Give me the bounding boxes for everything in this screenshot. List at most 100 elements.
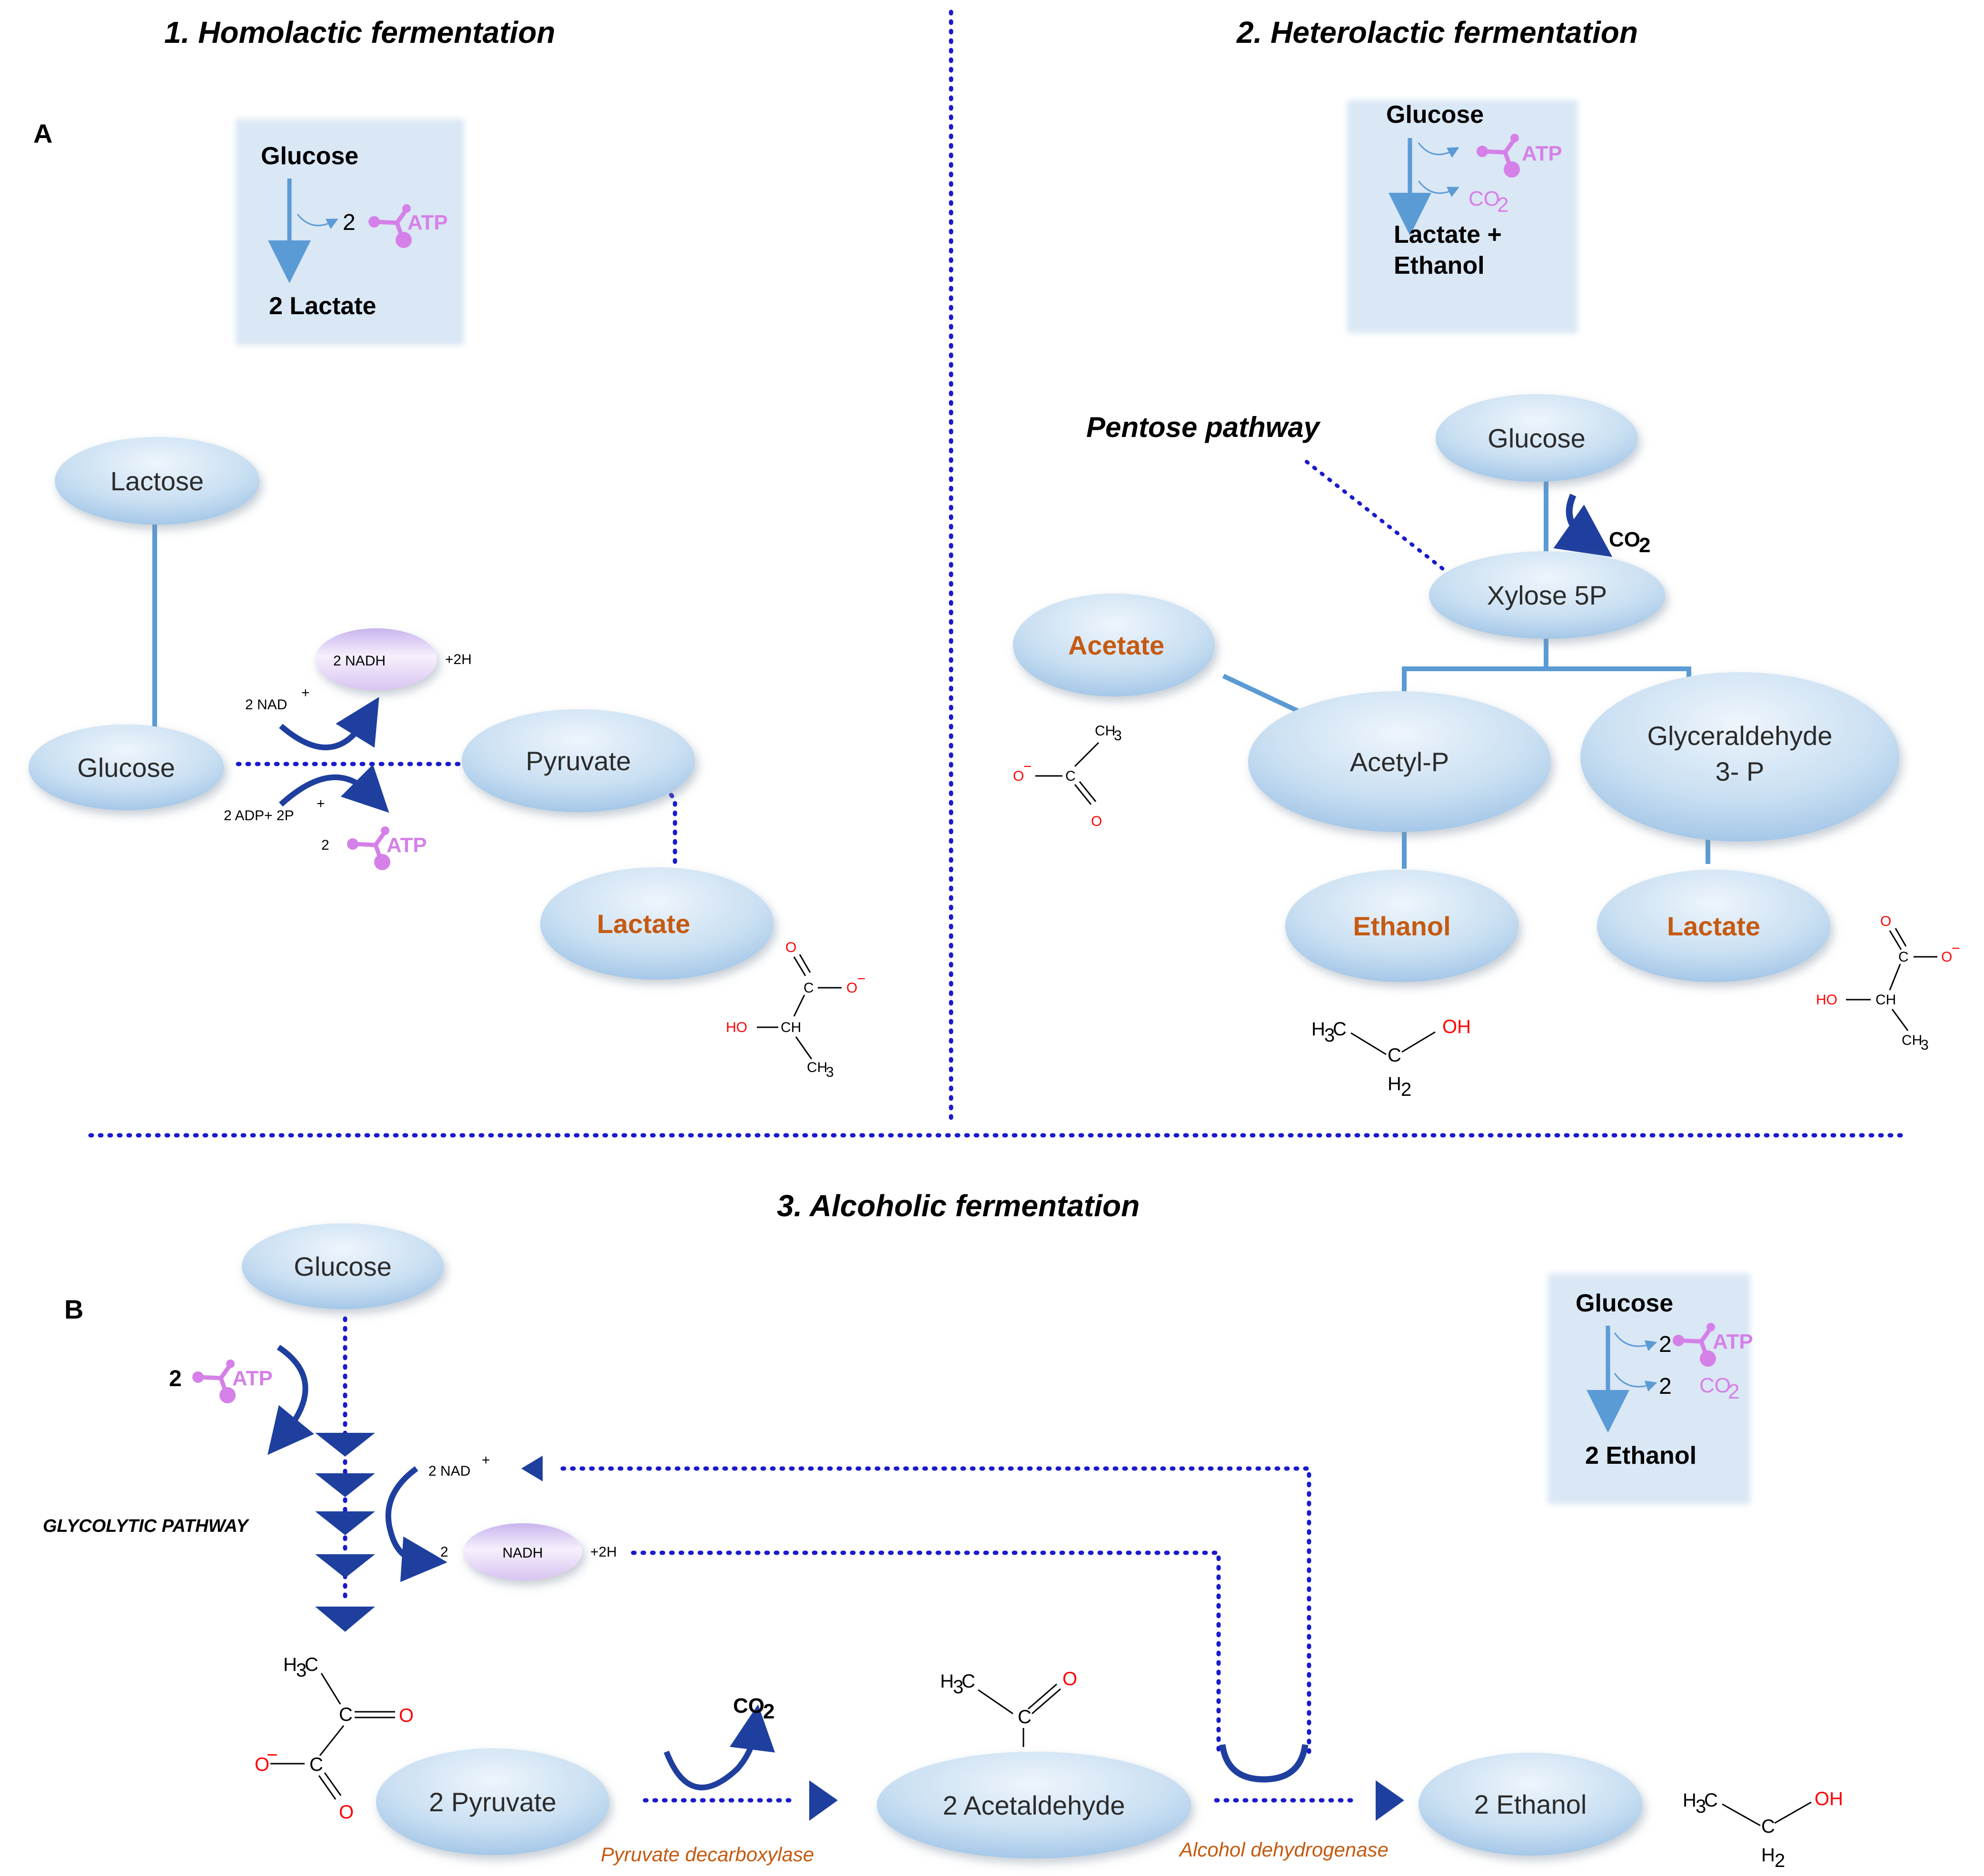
pyruvate-structure: H 3 C C O C O − O <box>255 1654 414 1823</box>
node-lactose-label: Lactose <box>110 466 204 496</box>
node-ethanol[interactable] <box>1285 870 1518 982</box>
svg-text:HO: HO <box>1816 992 1837 1008</box>
node-lactose[interactable] <box>55 437 259 525</box>
heterolactic-summary-co2-sub: 2 <box>1497 193 1508 217</box>
alcoholic-nadh-h2: +2H <box>590 1544 617 1560</box>
alcoholic-summary-atp: ATP <box>1713 1330 1753 1353</box>
node-glucose[interactable] <box>1436 394 1637 482</box>
nad-sup: + <box>301 685 310 701</box>
svg-text:H: H <box>1388 1073 1401 1094</box>
svg-text:3: 3 <box>1921 1037 1929 1053</box>
node-pyruvate-label: Pyruvate <box>526 746 631 776</box>
node-acetate[interactable] <box>1013 594 1215 696</box>
acetate-structure: CH 3 O − C O <box>1013 723 1122 829</box>
pentose-pathway-label: Pentose pathway <box>1086 411 1321 443</box>
node-glucose-label: Glucose <box>1488 423 1585 453</box>
svg-text:H: H <box>1311 1019 1325 1040</box>
heterolactic-pathway: Pentose pathway C O 2 Glucose Xylose 5P A… <box>1013 394 1960 1100</box>
alcoholic-summary-atp-count: 2 <box>1659 1332 1672 1357</box>
adh-cycle-cup <box>1219 1744 1309 1783</box>
svg-text:O: O <box>785 940 796 955</box>
node-lactate[interactable] <box>540 867 774 980</box>
node-ethanol[interactable] <box>1419 1753 1642 1856</box>
nad-return-arrowhead <box>521 1456 543 1481</box>
node-lactate[interactable] <box>1597 870 1830 982</box>
glycolytic-pathway-label: GLYCOLYTIC PATHWAY <box>43 1516 250 1536</box>
svg-text:HO: HO <box>726 1020 747 1035</box>
lactate-structure: O C O − HO CH CH 3 <box>1816 913 1960 1053</box>
svg-text:C: C <box>309 1754 323 1775</box>
svg-text:O: O <box>846 980 857 996</box>
svg-text:O: O <box>1880 913 1891 929</box>
alcoholic-summary-co2: CO <box>1699 1374 1731 1397</box>
homolactic-atp-count: 2 <box>321 837 329 853</box>
homolactic-atp: ATP <box>387 834 427 857</box>
pentose-pathway-pointer <box>1305 460 1447 572</box>
homolactic-pathway: Lactose Glucose Pyruvate Lactate 2 NADH … <box>29 437 866 1080</box>
svg-text:O: O <box>1941 949 1952 965</box>
alcoholic-nad-sup: + <box>482 1452 490 1468</box>
lactate-structure: O C O − HO CH CH 3 <box>726 940 866 1080</box>
node-pyruvate[interactable] <box>462 709 695 812</box>
enzyme-alcohol-dehydrogenase: Alcohol dehydrogenase <box>1178 1838 1389 1861</box>
svg-text:C: C <box>962 1671 975 1692</box>
svg-text:−: − <box>1023 759 1032 774</box>
alcoholic-summary-co2-sub: 2 <box>1728 1380 1739 1403</box>
nadh-badge <box>463 1523 582 1580</box>
node-acetyl-p-label: Acetyl-P <box>1350 747 1449 777</box>
svg-text:OH: OH <box>1815 1788 1843 1809</box>
svg-text:C: C <box>339 1704 353 1725</box>
svg-text:C: C <box>1388 1045 1401 1066</box>
svg-text:2: 2 <box>1775 1850 1785 1871</box>
node-glyceraldehyde-label-2: 3- P <box>1716 756 1765 786</box>
title-heterolactic: 2. Heterolactic fermentation <box>1236 15 1638 50</box>
svg-text:O: O <box>399 1705 414 1726</box>
svg-text:CH: CH <box>1095 723 1115 739</box>
svg-text:C: C <box>804 980 814 996</box>
alcoholic-summary-co2-count: 2 <box>1659 1374 1672 1399</box>
node-glucose[interactable] <box>29 725 224 810</box>
heterolactic-summary-product-1: Lactate + <box>1394 221 1502 248</box>
node-pyruvate[interactable] <box>376 1748 609 1855</box>
svg-text:OH: OH <box>1442 1016 1471 1037</box>
adh-arrowhead <box>1376 1780 1404 1821</box>
svg-text:3: 3 <box>826 1064 834 1080</box>
acetate-acetyl-link <box>1222 674 1301 714</box>
alcoholic-summary-product: 2 Ethanol <box>1585 1442 1696 1469</box>
svg-text:CH: CH <box>807 1060 827 1075</box>
node-xylose[interactable] <box>1429 551 1665 639</box>
heterolactic-co2-sub: 2 <box>1639 534 1650 557</box>
atp-icon <box>347 826 390 870</box>
alcoholic-nadh-count: 2 <box>440 1544 448 1560</box>
svg-text:C: C <box>1333 1019 1347 1040</box>
svg-text:CH: CH <box>781 1020 801 1035</box>
alcoholic-summary-box: Glucose 2 ATP 2 CO 2 2 Ethanol <box>1548 1273 1753 1504</box>
node-acetyl-p[interactable] <box>1248 691 1551 832</box>
svg-text:O: O <box>339 1802 354 1823</box>
alcoholic-nadh-label: NADH <box>502 1545 543 1561</box>
node-acetaldehyde[interactable] <box>877 1752 1191 1858</box>
svg-text:−: − <box>857 971 866 987</box>
enzyme-pyruvate-decarboxylase: Pyruvate decarboxylase <box>601 1843 814 1866</box>
heterolactic-summary-substrate: Glucose <box>1386 101 1484 129</box>
nadh-label: 2 NADH <box>333 653 386 669</box>
svg-text:3: 3 <box>1696 1796 1706 1817</box>
glycolysis-steps <box>315 1433 375 1632</box>
alcoholic-pathway: Glucose 2 ATP GLYCOLYTIC PATHWAY 2 NAD +… <box>43 1223 1843 1871</box>
node-acetaldehyde-label: 2 Acetaldehyde <box>943 1790 1125 1820</box>
heterolactic-summary-atp: ATP <box>1522 142 1562 165</box>
node-glucose[interactable] <box>242 1223 444 1309</box>
ethanol-structure: H 3 C C OH H 2 <box>1311 1016 1471 1100</box>
svg-text:3: 3 <box>1324 1025 1335 1046</box>
node-xylose-label: Xylose 5P <box>1487 580 1607 610</box>
node-pyruvate-label: 2 Pyruvate <box>429 1787 556 1817</box>
svg-text:O: O <box>255 1754 269 1775</box>
nadh-h2: +2H <box>445 652 472 667</box>
alcoholic-co2-sub: 2 <box>763 1700 774 1723</box>
pdc-arrowhead <box>809 1780 838 1821</box>
node-glyceraldehyde[interactable] <box>1580 672 1899 842</box>
alcoholic-atp: ATP <box>232 1367 273 1390</box>
atp-consumption-arrow <box>268 1345 314 1455</box>
title-alcoholic: 3. Alcoholic fermentation <box>777 1189 1140 1223</box>
